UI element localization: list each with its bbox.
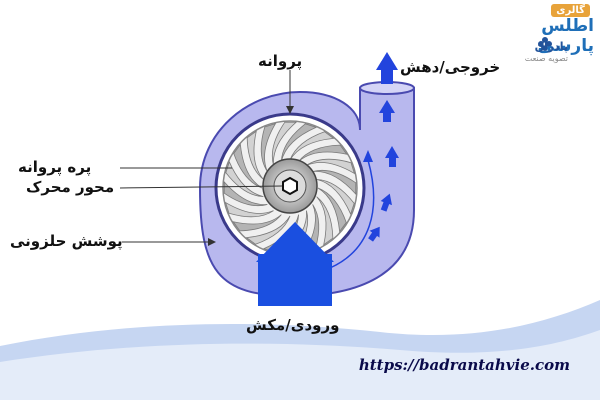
logo-flower-icon xyxy=(538,37,552,51)
logo-name: اطلس پارسی xyxy=(537,16,594,56)
impeller-blade xyxy=(306,158,356,175)
impeller-blade xyxy=(280,123,318,162)
logo-badge: گالری xyxy=(551,4,590,17)
impeller-blade xyxy=(246,130,264,180)
flow-arrow xyxy=(380,193,392,212)
impeller-blade xyxy=(298,144,348,162)
flow-arrows xyxy=(368,52,399,242)
impeller-blade xyxy=(316,196,334,246)
background-wave-light xyxy=(0,330,600,400)
logo-tagline: تصویه صنعت xyxy=(524,54,568,63)
impeller-blade xyxy=(316,178,355,216)
leader-impeller-arrowhead xyxy=(286,106,294,114)
flow-arrow xyxy=(368,226,380,242)
impeller-blade xyxy=(260,122,277,172)
label-drive-shaft: محور محرک xyxy=(26,178,115,196)
flow-arrow xyxy=(385,146,399,167)
impeller-blade xyxy=(232,214,282,232)
flow-arrow xyxy=(376,52,398,84)
label-impeller: پروانه xyxy=(258,52,303,70)
label-outlet: خروجی/دهش xyxy=(400,58,501,76)
label-impeller-blades: پره پروانه xyxy=(18,158,92,176)
impeller-blade xyxy=(317,187,347,233)
impeller-blades xyxy=(223,121,357,255)
impeller-blade xyxy=(224,201,274,218)
impeller-blade xyxy=(271,121,298,166)
impeller-blade xyxy=(223,180,268,207)
logo-brand: پادران xyxy=(534,40,568,53)
impeller-blade xyxy=(289,131,335,161)
leader-shaft xyxy=(119,185,283,189)
impeller-blade xyxy=(233,143,263,189)
impeller-blade xyxy=(225,160,264,198)
website-link[interactable]: https://badrantahvie.com xyxy=(358,356,570,374)
flow-arrow xyxy=(379,100,395,122)
brand-logo: گالری اطلس پارسی پادران تصویه صنعت xyxy=(498,4,598,68)
flow-swirl-arrowhead xyxy=(363,150,373,162)
impeller-blade xyxy=(312,169,357,196)
flow-swirl-arrow xyxy=(329,159,375,269)
impeller-blade xyxy=(245,215,291,245)
label-volute-casing: پوشش حلزونی xyxy=(10,232,123,250)
leader-volute-arrowhead xyxy=(208,238,216,246)
label-inlet: ورودی/مکش xyxy=(246,316,340,334)
drive-shaft xyxy=(282,176,298,196)
inlet-arrow xyxy=(256,222,334,306)
